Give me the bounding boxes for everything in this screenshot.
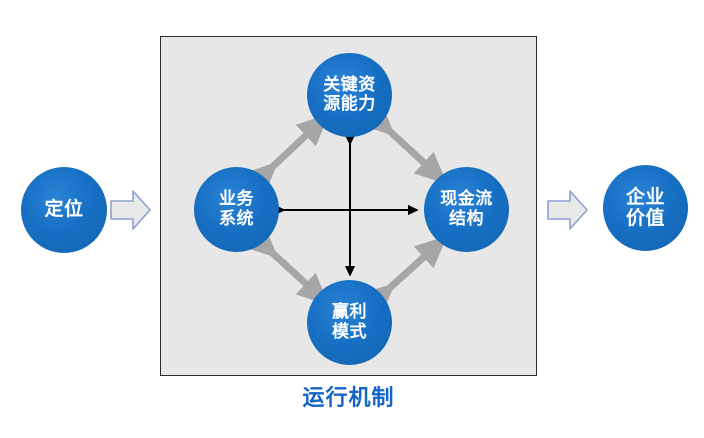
circle-positioning-label: 定位 [44,198,84,221]
circle-enterprise-value-label: 企业 价值 [625,185,665,229]
circle-cashflow-structure-label: 现金流 结构 [440,189,493,229]
circle-cashflow-structure[interactable]: 现金流 结构 [424,167,509,252]
flow-arrow-positioning-to-mechanism-icon [110,188,152,236]
circle-profit-model[interactable]: 赢利 模式 [307,280,392,365]
circle-key-resource-label: 关键资 源能力 [323,74,376,114]
circle-business-system[interactable]: 业务 系统 [194,167,279,252]
circle-enterprise-value[interactable]: 企业 价值 [603,165,688,251]
circle-positioning[interactable]: 定位 [21,167,107,253]
circle-key-resource[interactable]: 关键资 源能力 [307,53,392,137]
circle-profit-model-label: 赢利 模式 [332,302,367,342]
mechanism-caption: 运行机制 [302,386,395,411]
circle-business-system-label: 业务 系统 [219,189,254,229]
flow-arrow-mechanism-to-value-icon [547,188,589,236]
